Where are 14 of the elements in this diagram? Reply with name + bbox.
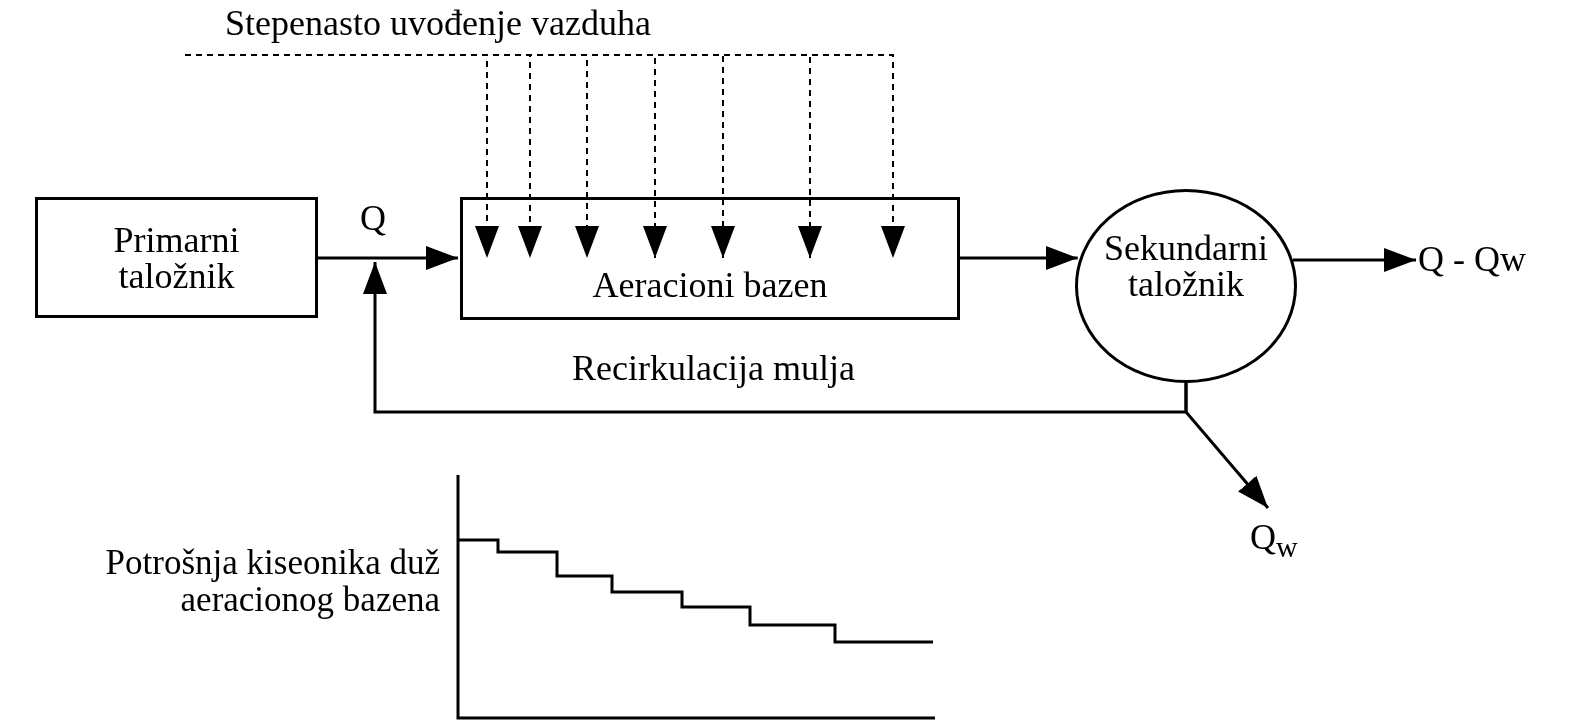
arrow xyxy=(318,246,458,270)
process-box xyxy=(35,197,318,318)
arrow xyxy=(1184,383,1270,509)
process-box xyxy=(460,197,960,320)
tank-circle xyxy=(1075,189,1297,383)
arrow xyxy=(363,262,1188,414)
box-label: Sekundarni taložnik xyxy=(1103,230,1269,302)
box-label: Aeracioni bazen xyxy=(592,267,828,303)
box-label: Primarni taložnik xyxy=(112,221,241,294)
arrow xyxy=(1292,248,1416,272)
arrow xyxy=(960,246,1078,270)
flow-label: Q$_{w}$ xyxy=(1250,519,1298,563)
flow-label: Q - Qw xyxy=(1418,241,1526,277)
heading-text: Stepenasto uvođenje vazduha xyxy=(225,5,651,41)
